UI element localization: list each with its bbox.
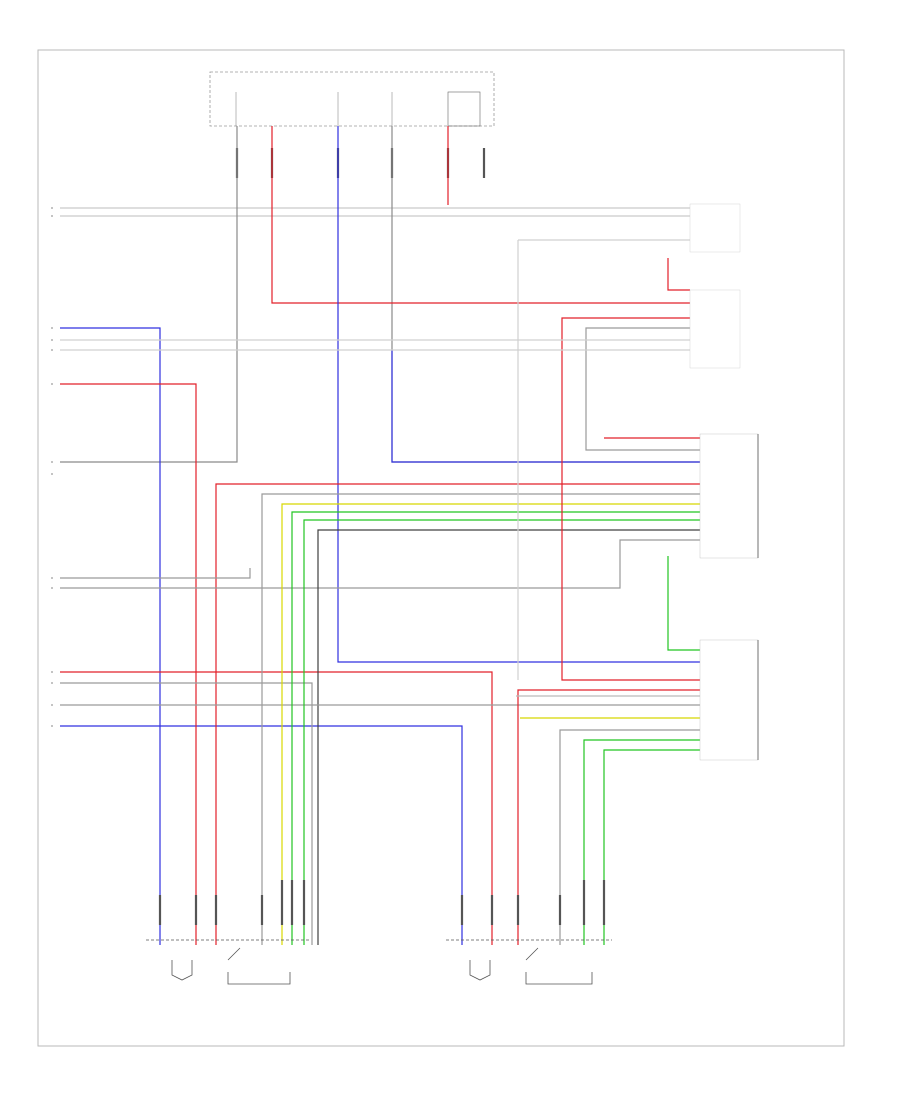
diagram-frame: [37, 49, 845, 1047]
wire-yellow-left: [281, 503, 700, 945]
connector-ticks: [235, 148, 486, 178]
switch-right: [446, 880, 612, 985]
wire-gray-right-1: [585, 327, 700, 451]
wire-green-left-2: [303, 519, 700, 945]
wire-gray-low-r: [559, 729, 700, 945]
connector-top-right: [689, 203, 741, 253]
connector-low-right: [699, 639, 759, 761]
wire-set: [60, 126, 700, 945]
left-pin-markers: [51, 207, 53, 727]
wire-green-left-1: [291, 511, 700, 945]
wire-green-right: [667, 556, 700, 651]
wire-gray-mid-1: [60, 568, 251, 579]
wire-red-low-r: [517, 689, 700, 945]
wire-red-right-stub: [667, 258, 690, 291]
wire-gray-fuse-2: [391, 126, 700, 463]
right-connectors: [689, 203, 759, 761]
wire-red-left: [60, 383, 197, 945]
wire-blue-fuse-2: [391, 350, 700, 463]
wire-blue-fuse: [337, 126, 700, 663]
wire-blue-left: [60, 327, 161, 945]
wire-black-vert: [317, 529, 700, 945]
wire-green-low-r-2: [603, 749, 700, 945]
wire-red-fuse: [271, 126, 690, 304]
wire-red-right-long: [561, 317, 700, 681]
wire-red-mid: [215, 483, 700, 945]
wire-gray-vert-1: [261, 493, 700, 945]
wire-green-low-r-1: [583, 739, 700, 945]
connector-mid-right: [689, 289, 741, 369]
connector-ecu-right: [699, 433, 759, 559]
wire-gray-low-1: [60, 682, 313, 945]
wire-gray-fuse-1: [60, 126, 238, 463]
wire-red-left-2: [60, 671, 493, 945]
wire-blue-left-2: [60, 725, 463, 945]
top-fuse-box: [209, 71, 495, 127]
switch-left: [146, 880, 310, 985]
wire-gray-mid-2: [60, 539, 700, 589]
